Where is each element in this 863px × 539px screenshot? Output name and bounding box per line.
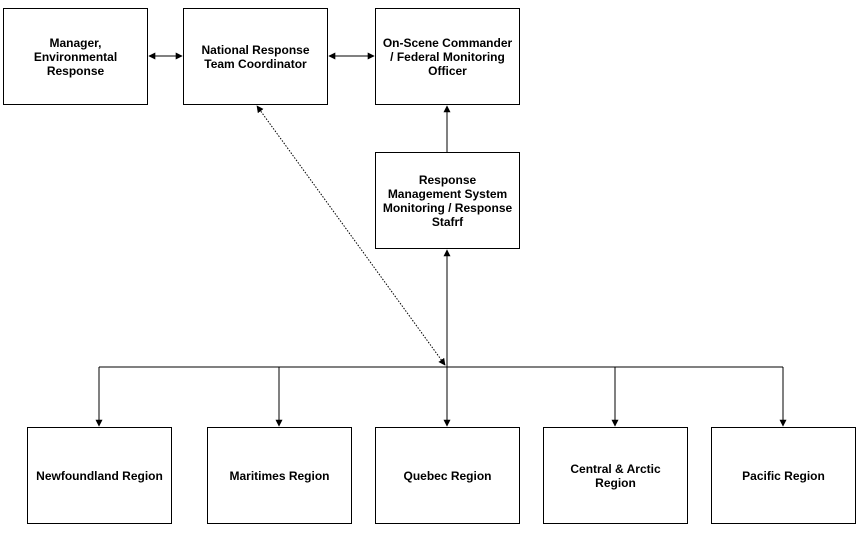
pacific-region-box: Pacific Region [711, 427, 856, 524]
pacific-label: Pacific Region [742, 468, 825, 483]
manager-label: Manager, Environmental Response [33, 35, 118, 78]
central-arctic-region-box: Central & Arctic Region [543, 427, 688, 524]
edge-dotted-hub-nrtc [256, 105, 446, 366]
maritimes-label: Maritimes Region [229, 468, 330, 483]
manager-environmental-response-box: Manager, Environmental Response [3, 8, 148, 105]
newfoundland-label: Newfoundland Region [36, 468, 163, 483]
nrtc-label: National Response Team Coordinator [201, 43, 310, 71]
on-scene-commander-box: On-Scene Commander / Federal Monitoring … [375, 8, 520, 105]
newfoundland-region-box: Newfoundland Region [27, 427, 172, 524]
response-management-system-box: Response Management System Monitoring / … [375, 152, 520, 249]
quebec-label: Quebec Region [403, 468, 492, 483]
national-response-team-coordinator-box: National Response Team Coordinator [183, 8, 328, 105]
central-arctic-label: Central & Arctic Region [570, 461, 661, 490]
osc-label: On-Scene Commander / Federal Monitoring … [382, 35, 513, 78]
quebec-region-box: Quebec Region [375, 427, 520, 524]
maritimes-region-box: Maritimes Region [207, 427, 352, 524]
rms-label: Response Management System Monitoring / … [382, 172, 513, 229]
